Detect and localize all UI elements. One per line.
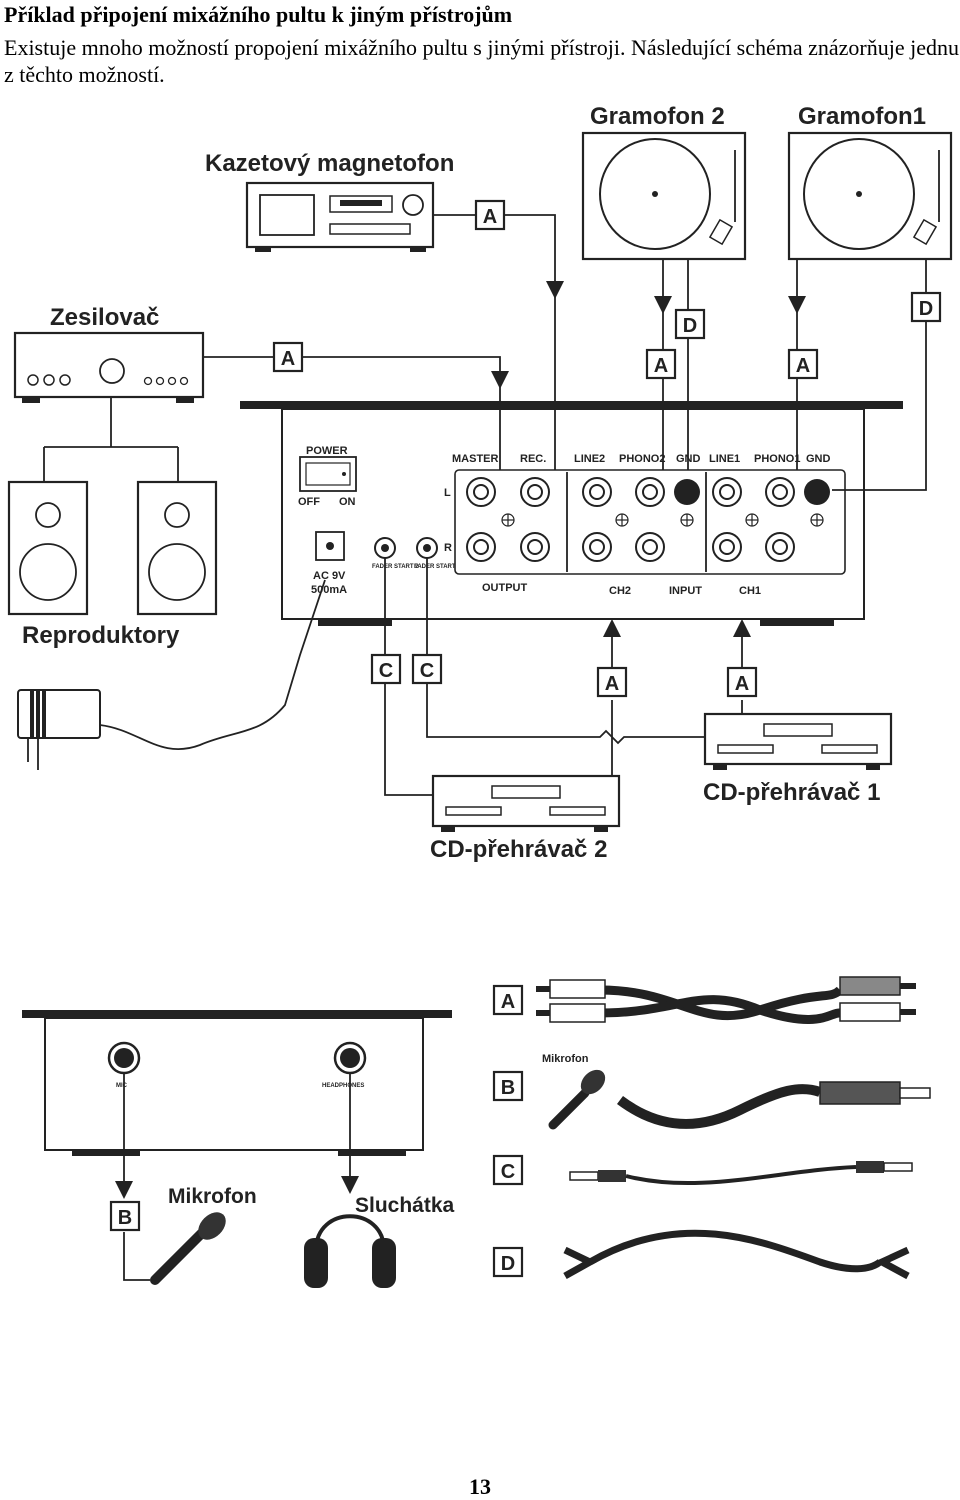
cd1-label: CD-přehrávač 1 bbox=[703, 779, 880, 806]
svg-text:REC.: REC. bbox=[520, 453, 546, 465]
cd2-label: CD-přehrávač 2 bbox=[430, 836, 607, 863]
speakers: Reproduktory bbox=[7, 480, 218, 649]
svg-text:LINE2: LINE2 bbox=[574, 453, 605, 465]
amplifier: Zesilovač bbox=[13, 304, 205, 403]
svg-text:500mA: 500mA bbox=[311, 584, 347, 596]
svg-text:OUTPUT: OUTPUT bbox=[482, 582, 528, 594]
page-number: 13 bbox=[469, 1474, 491, 1499]
cassette-deck: Kazetový magnetofon bbox=[205, 150, 454, 252]
turntable-1: Gramofon1 bbox=[787, 103, 953, 261]
cd-player-1: CD-přehrávač 1 bbox=[703, 712, 893, 806]
zesilovac-label: Zesilovač bbox=[50, 304, 159, 331]
svg-text:R: R bbox=[444, 542, 452, 554]
gramofon2-label: Gramofon 2 bbox=[590, 103, 725, 130]
svg-text:PHONO2: PHONO2 bbox=[619, 453, 665, 465]
svg-text:MASTER: MASTER bbox=[452, 453, 499, 465]
svg-text:FADER START 1: FADER START 1 bbox=[414, 564, 461, 570]
sluchatka-label: Sluchátka bbox=[355, 1194, 455, 1217]
gramofon1-label: Gramofon1 bbox=[798, 103, 926, 130]
svg-text:HEADPHONES: HEADPHONES bbox=[322, 1083, 364, 1089]
page-heading: Příklad připojení mixážního pultu k jiný… bbox=[4, 2, 513, 27]
svg-text:PHONO1: PHONO1 bbox=[754, 453, 800, 465]
svg-text:ON: ON bbox=[339, 496, 356, 508]
reproduktory-label: Reproduktory bbox=[22, 622, 180, 649]
headphones: Sluchátka bbox=[304, 1194, 455, 1288]
svg-text:CH2: CH2 bbox=[609, 585, 631, 597]
mixer-front-panel: MIC HEADPHONES bbox=[22, 1010, 452, 1156]
svg-text:L: L bbox=[444, 487, 451, 499]
turntable-2: Gramofon 2 bbox=[581, 103, 747, 261]
svg-text:AC 9V: AC 9V bbox=[313, 570, 346, 582]
cd-player-2: CD-přehrávač 2 bbox=[430, 774, 621, 863]
mixer-rear-panel: POWER OFF ON AC 9V 500mA FADER START 2 F… bbox=[240, 401, 903, 626]
legend-mikrofon-label: Mikrofon bbox=[542, 1053, 589, 1065]
intro-paragraph: Existuje mnoho možností propojení mixážn… bbox=[4, 35, 959, 87]
power-adapter bbox=[17, 579, 326, 770]
svg-text:GND: GND bbox=[806, 453, 831, 465]
svg-text:INPUT: INPUT bbox=[669, 585, 702, 597]
svg-text:POWER: POWER bbox=[306, 445, 348, 457]
cable-legend: Mikrofon bbox=[536, 976, 931, 1280]
svg-text:CH1: CH1 bbox=[739, 585, 761, 597]
svg-text:LINE1: LINE1 bbox=[709, 453, 740, 465]
kazetovy-label: Kazetový magnetofon bbox=[205, 150, 454, 177]
svg-text:FADER START 2: FADER START 2 bbox=[372, 564, 419, 570]
mikrofon-label: Mikrofon bbox=[168, 1185, 257, 1208]
microphone: Mikrofon bbox=[150, 1185, 257, 1285]
svg-text:OFF: OFF bbox=[298, 496, 320, 508]
svg-text:MIC: MIC bbox=[116, 1083, 128, 1089]
